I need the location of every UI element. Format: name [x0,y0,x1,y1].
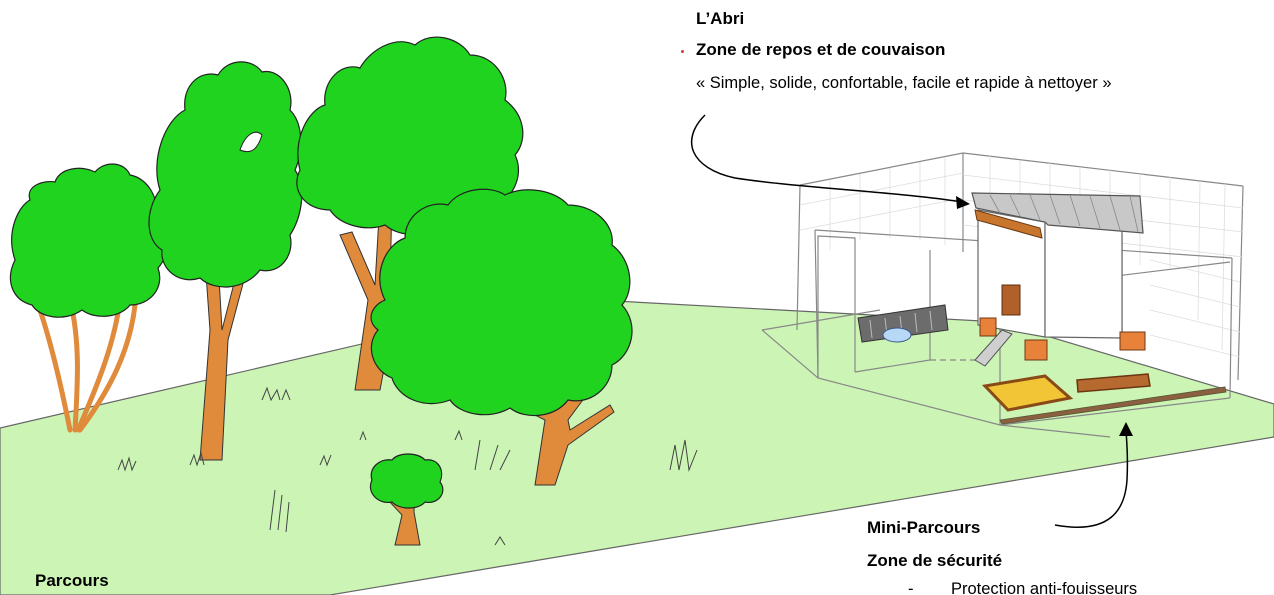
abri-subtitle: Zone de repos et de couvaison [696,40,946,59]
arrow-to-abri [690,114,970,209]
tree-1 [9,163,168,433]
mini-parcours-bullet-marker: - [908,580,914,595]
planter-box [1076,373,1151,393]
parcours-title: Parcours [35,571,109,590]
mini-parcours-subtitle: Zone de sécurité [867,551,1003,570]
tree-4 [370,188,633,486]
grass-field [0,297,1274,595]
coop-ramp [974,329,1013,367]
chicken-coop [971,192,1146,367]
abri-bullet-dot [681,50,684,53]
coop-roof [971,192,1144,234]
feeder [857,304,949,343]
abri-title: L’Abri [696,9,745,28]
abri-quote: « Simple, solide, confortable, facile et… [696,74,1112,92]
mini-parcours-title: Mini-Parcours [867,518,981,537]
arrow-to-mini-parcours [1054,422,1133,528]
water-bowl [882,327,912,343]
grass-tufts [117,386,698,546]
small-tree [369,453,444,546]
sand-bath [981,374,1074,412]
tree-2 [148,61,303,461]
grille-strip [999,386,1227,425]
enclosure [761,152,1244,438]
mini-parcours-bullet-text: Protection anti-fouisseurs [951,580,1138,595]
